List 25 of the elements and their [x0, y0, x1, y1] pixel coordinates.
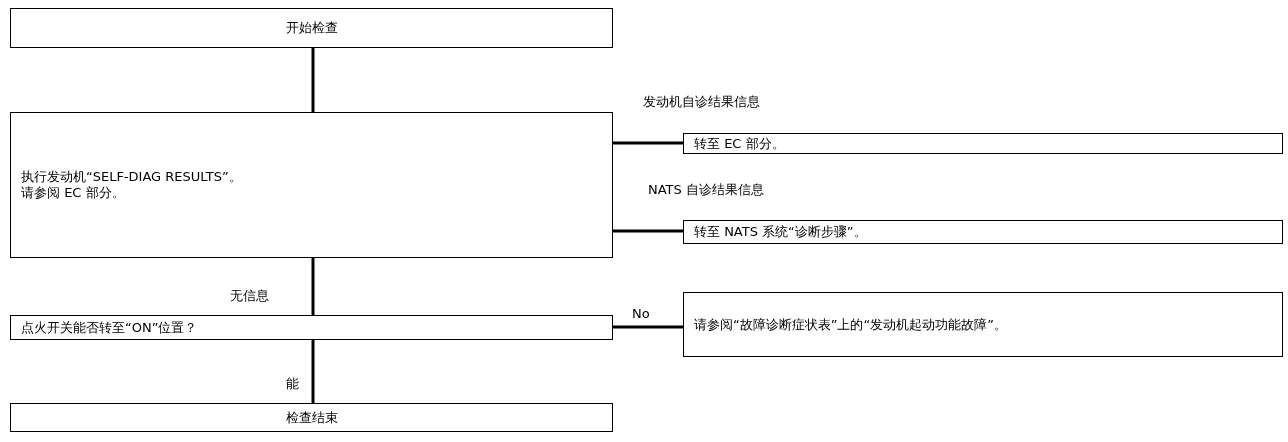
process-box	[683, 292, 1283, 357]
box-text: 执行发动机“SELF-DIAG RESULTS”。	[21, 169, 243, 185]
box-text: 开始检查	[285, 20, 338, 36]
box-text: 检查结束	[285, 409, 338, 426]
box-text: 点火开关能否转至“ON”位置？	[21, 319, 199, 336]
connector-line	[613, 229, 683, 233]
connector-line	[613, 141, 683, 145]
connector-line	[311, 340, 315, 403]
connector-line	[613, 325, 683, 329]
process-box	[683, 220, 1283, 244]
process-box	[683, 133, 1283, 154]
process-box	[10, 8, 613, 48]
connector-line	[311, 48, 315, 112]
box-text: 请参阅 EC 部分。	[21, 185, 126, 201]
edge-label: 无信息	[230, 288, 269, 304]
box-text: 转至 NATS 系统“诊断步骤”。	[694, 224, 868, 240]
branch-caption: NATS 自诊结果信息	[648, 182, 764, 198]
branch-caption: 发动机自诊结果信息	[643, 94, 760, 110]
box-text: 请参阅“故障诊断症状表”上的“发动机起动功能故障”。	[694, 316, 1008, 333]
box-text: 转至 EC 部分。	[694, 135, 786, 152]
process-box	[10, 403, 613, 432]
connector-line	[311, 258, 315, 315]
edge-label: 能	[286, 376, 299, 392]
process-box	[10, 315, 613, 340]
process-box	[10, 112, 613, 258]
